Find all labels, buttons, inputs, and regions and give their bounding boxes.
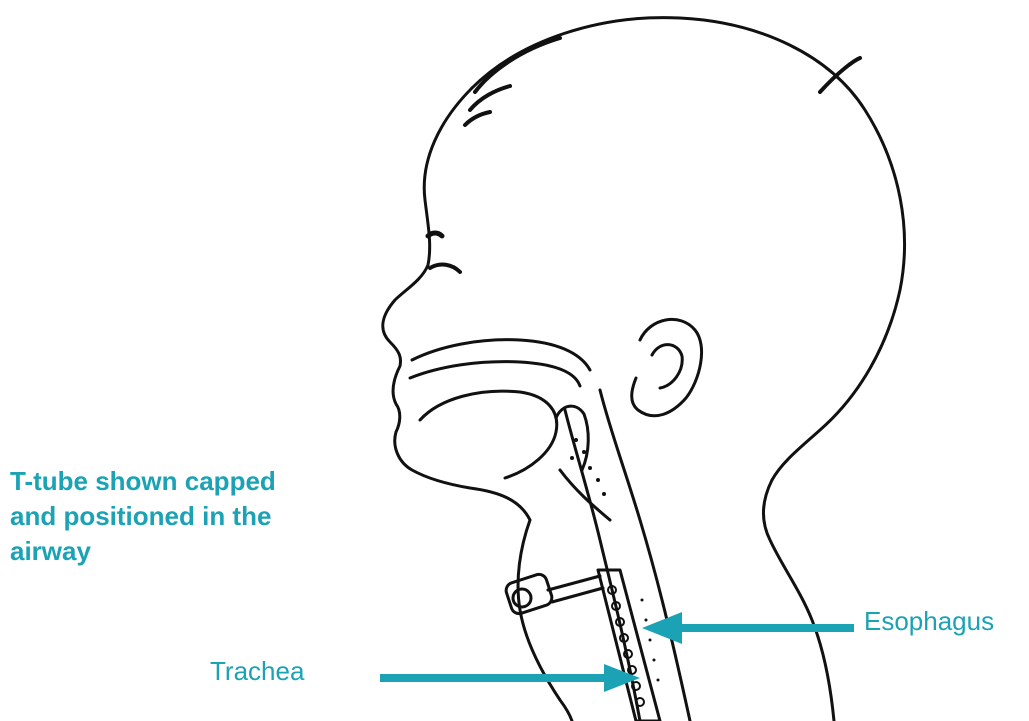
trachea-arrow (380, 664, 640, 692)
palate (412, 340, 590, 370)
esophagus-arrow (642, 612, 854, 644)
tongue (420, 391, 557, 478)
neck-front (518, 520, 572, 721)
neck-back (763, 480, 834, 721)
head-outline (472, 18, 905, 480)
eye (430, 265, 460, 272)
t-tube-stem (548, 576, 603, 602)
brow (428, 233, 442, 236)
face-profile (383, 88, 530, 520)
ear (632, 319, 702, 415)
t-tube-body (598, 570, 660, 721)
